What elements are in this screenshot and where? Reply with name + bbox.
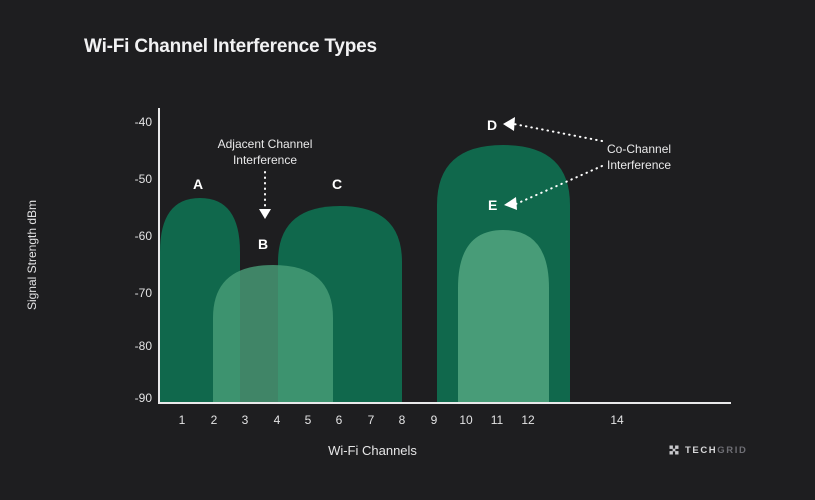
y-tick-label: -50 bbox=[134, 172, 152, 186]
signal-curve-b bbox=[213, 265, 333, 403]
x-tick-label: 4 bbox=[273, 413, 281, 427]
x-tick-label: 6 bbox=[335, 413, 343, 427]
series-label-b: B bbox=[258, 236, 269, 252]
x-tick-label: 7 bbox=[367, 413, 375, 427]
x-tick-label: 8 bbox=[398, 413, 406, 427]
y-tick-label: -80 bbox=[134, 339, 152, 353]
x-tick-label: 2 bbox=[210, 413, 218, 427]
y-tick-label: -90 bbox=[134, 391, 152, 405]
series-label-e: E bbox=[488, 197, 498, 213]
x-tick-label: 3 bbox=[241, 413, 249, 427]
annotation-adjacent-line2: Interference bbox=[232, 153, 298, 167]
logo-text: TECHGRID bbox=[685, 445, 747, 456]
x-tick-label: 12 bbox=[521, 413, 535, 427]
x-tick-label: 1 bbox=[178, 413, 186, 427]
cochannel-arrow-line-d bbox=[513, 123, 603, 142]
annotation-co-channel: Co-Channel Interference bbox=[607, 141, 717, 173]
logo-text-secondary: GRID bbox=[717, 445, 748, 456]
x-tick-label: 14 bbox=[610, 413, 624, 427]
x-axis-ticks: 1 2 3 4 5 6 7 8 9 10 11 12 14 bbox=[0, 414, 815, 434]
x-tick-label: 5 bbox=[304, 413, 312, 427]
y-tick-label: -70 bbox=[134, 286, 152, 300]
cochannel-arrow-head-e bbox=[504, 197, 517, 210]
y-tick-label: -40 bbox=[134, 115, 152, 129]
annotation-cochannel-line2: Interference bbox=[607, 158, 672, 172]
y-axis-ticks: -40 -50 -60 -70 -80 -90 bbox=[104, 0, 152, 500]
logo-text-primary: TECH bbox=[685, 445, 718, 456]
annotation-adjacent-line1: Adjacent Channel bbox=[217, 137, 313, 151]
adjacent-arrow-head bbox=[259, 209, 271, 219]
cochannel-arrow-head-d bbox=[503, 117, 515, 131]
brand-logo: TECHGRID bbox=[669, 445, 747, 456]
x-axis-title: Wi-Fi Channels bbox=[0, 443, 815, 458]
signal-curve-e bbox=[458, 230, 549, 403]
cochannel-arrow-line-e bbox=[515, 165, 603, 205]
series-label-d: D bbox=[487, 117, 498, 133]
series-label-a: A bbox=[193, 176, 204, 192]
x-tick-label: 11 bbox=[490, 413, 504, 427]
page-title: Wi-Fi Channel Interference Types bbox=[84, 36, 377, 57]
y-axis-line bbox=[158, 108, 160, 403]
x-axis-line bbox=[158, 402, 731, 404]
x-axis-title-text: Wi-Fi Channels bbox=[328, 443, 417, 458]
series-label-c: C bbox=[332, 176, 343, 192]
annotation-adjacent-channel: Adjacent Channel Interference bbox=[205, 136, 325, 168]
y-tick-label: -60 bbox=[134, 229, 152, 243]
x-tick-label: 10 bbox=[459, 413, 473, 427]
grid-hash-icon bbox=[669, 445, 679, 455]
x-tick-label: 9 bbox=[430, 413, 438, 427]
annotation-cochannel-line1: Co-Channel bbox=[607, 142, 672, 156]
